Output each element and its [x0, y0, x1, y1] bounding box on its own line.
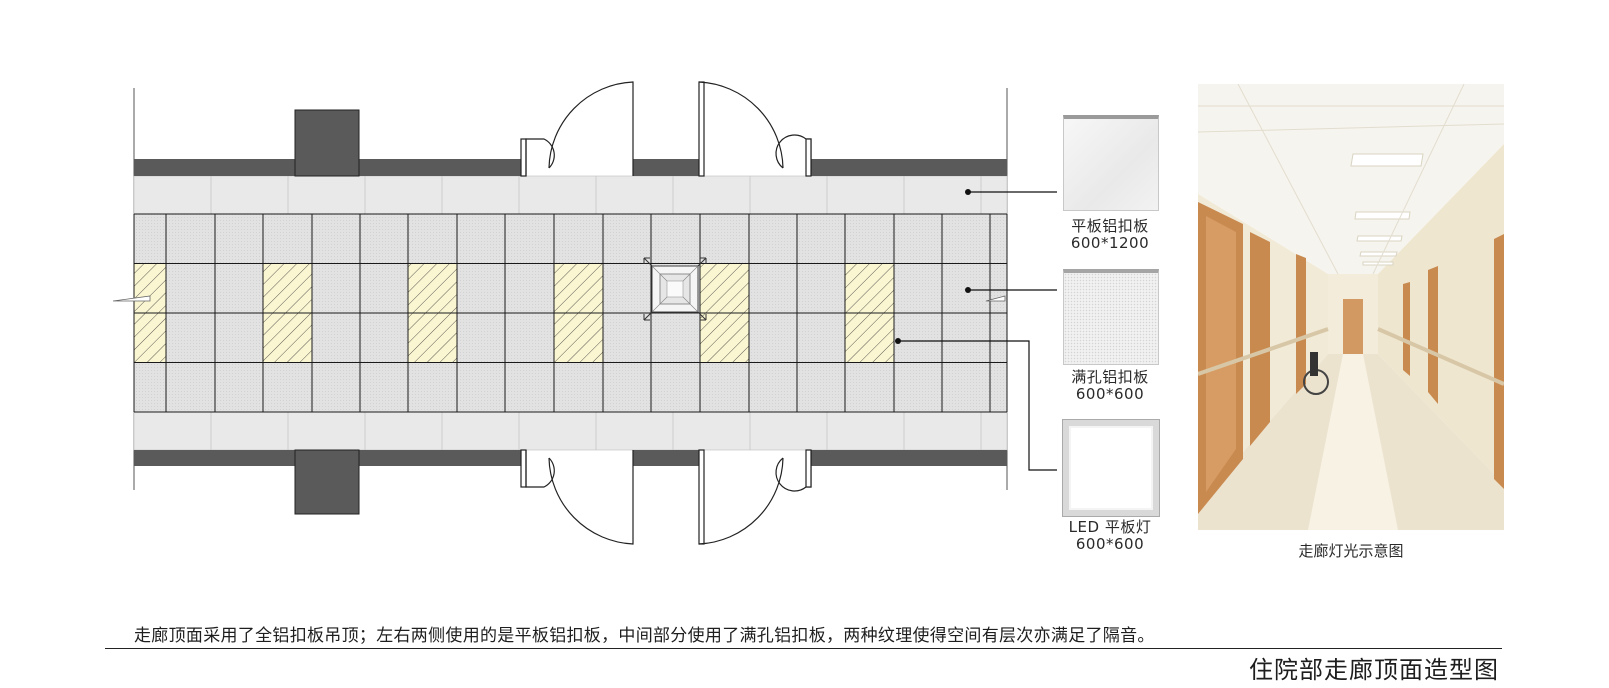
- bottom-column: [294, 449, 360, 515]
- top-wall-middle: [633, 159, 699, 176]
- led-light-hatch: [554, 263, 603, 313]
- leader-dot-led: [895, 338, 901, 344]
- perforated-tile-grid: [133, 213, 1008, 413]
- perforated-panel-label: 满孔铝扣板 600*600: [1040, 369, 1180, 403]
- perforated-panel-name: 满孔铝扣板: [1071, 368, 1149, 386]
- center-air-vent: [643, 257, 707, 321]
- led-light-hatch: [845, 313, 894, 363]
- led-light-hatch: [700, 263, 749, 313]
- title-rule: [105, 648, 1502, 649]
- led-light-fixtures: [134, 263, 894, 363]
- page-title: 住院部走廊顶面造型图: [1249, 656, 1499, 684]
- description-text: 走廊顶面采用了全铝扣板吊顶；左右两侧使用的是平板铝扣板，中间部分使用了满孔铝扣板…: [134, 626, 1155, 646]
- led-light-hatch: [408, 313, 457, 363]
- bottom-flat-panel-strip: [133, 411, 1008, 451]
- left-section-marker: [112, 295, 151, 302]
- perforated-panel-sample: [1063, 269, 1159, 365]
- leader-dot-flat: [965, 189, 971, 195]
- leader-lines: [898, 191, 1057, 471]
- led-light-hatch: [134, 263, 166, 313]
- led-panel-label: LED 平板灯 600*600: [1040, 519, 1180, 553]
- led-light-hatch: [700, 313, 749, 363]
- flat-panel-sample: [1063, 115, 1159, 211]
- top-flat-panel-seams: [210, 176, 982, 214]
- perforated-panel-size: 600*600: [1075, 385, 1145, 403]
- leader-dot-perforated: [965, 287, 971, 293]
- corridor-lighting-photo: [1198, 84, 1504, 530]
- led-panel-sample: [1063, 420, 1159, 516]
- bottom-flat-panel-seams: [210, 412, 982, 450]
- led-light-hatch: [134, 313, 166, 363]
- led-light-hatch: [845, 263, 894, 313]
- led-light-hatch: [263, 313, 312, 363]
- bottom-wall-middle: [633, 450, 699, 466]
- led-panel-name: LED 平板灯: [1068, 518, 1152, 536]
- top-door-swings: [520, 81, 812, 177]
- flat-panel-name: 平板铝扣板: [1071, 217, 1149, 235]
- top-wall-right: [811, 159, 1007, 176]
- bottom-wall-right: [811, 450, 1007, 466]
- flat-panel-label: 平板铝扣板 600*1200: [1040, 218, 1180, 252]
- photo-caption: 走廊灯光示意图: [1298, 542, 1404, 560]
- led-light-hatch: [263, 263, 312, 313]
- led-panel-size: 600*600: [1075, 535, 1145, 553]
- led-light-hatch: [408, 263, 457, 313]
- led-light-hatch: [554, 313, 603, 363]
- right-section-marker: [985, 295, 1006, 302]
- flat-panel-size: 600*1200: [1070, 234, 1150, 252]
- bottom-door-swings: [520, 449, 812, 545]
- top-flat-panel-strip: [133, 175, 1008, 215]
- top-column: [294, 109, 360, 177]
